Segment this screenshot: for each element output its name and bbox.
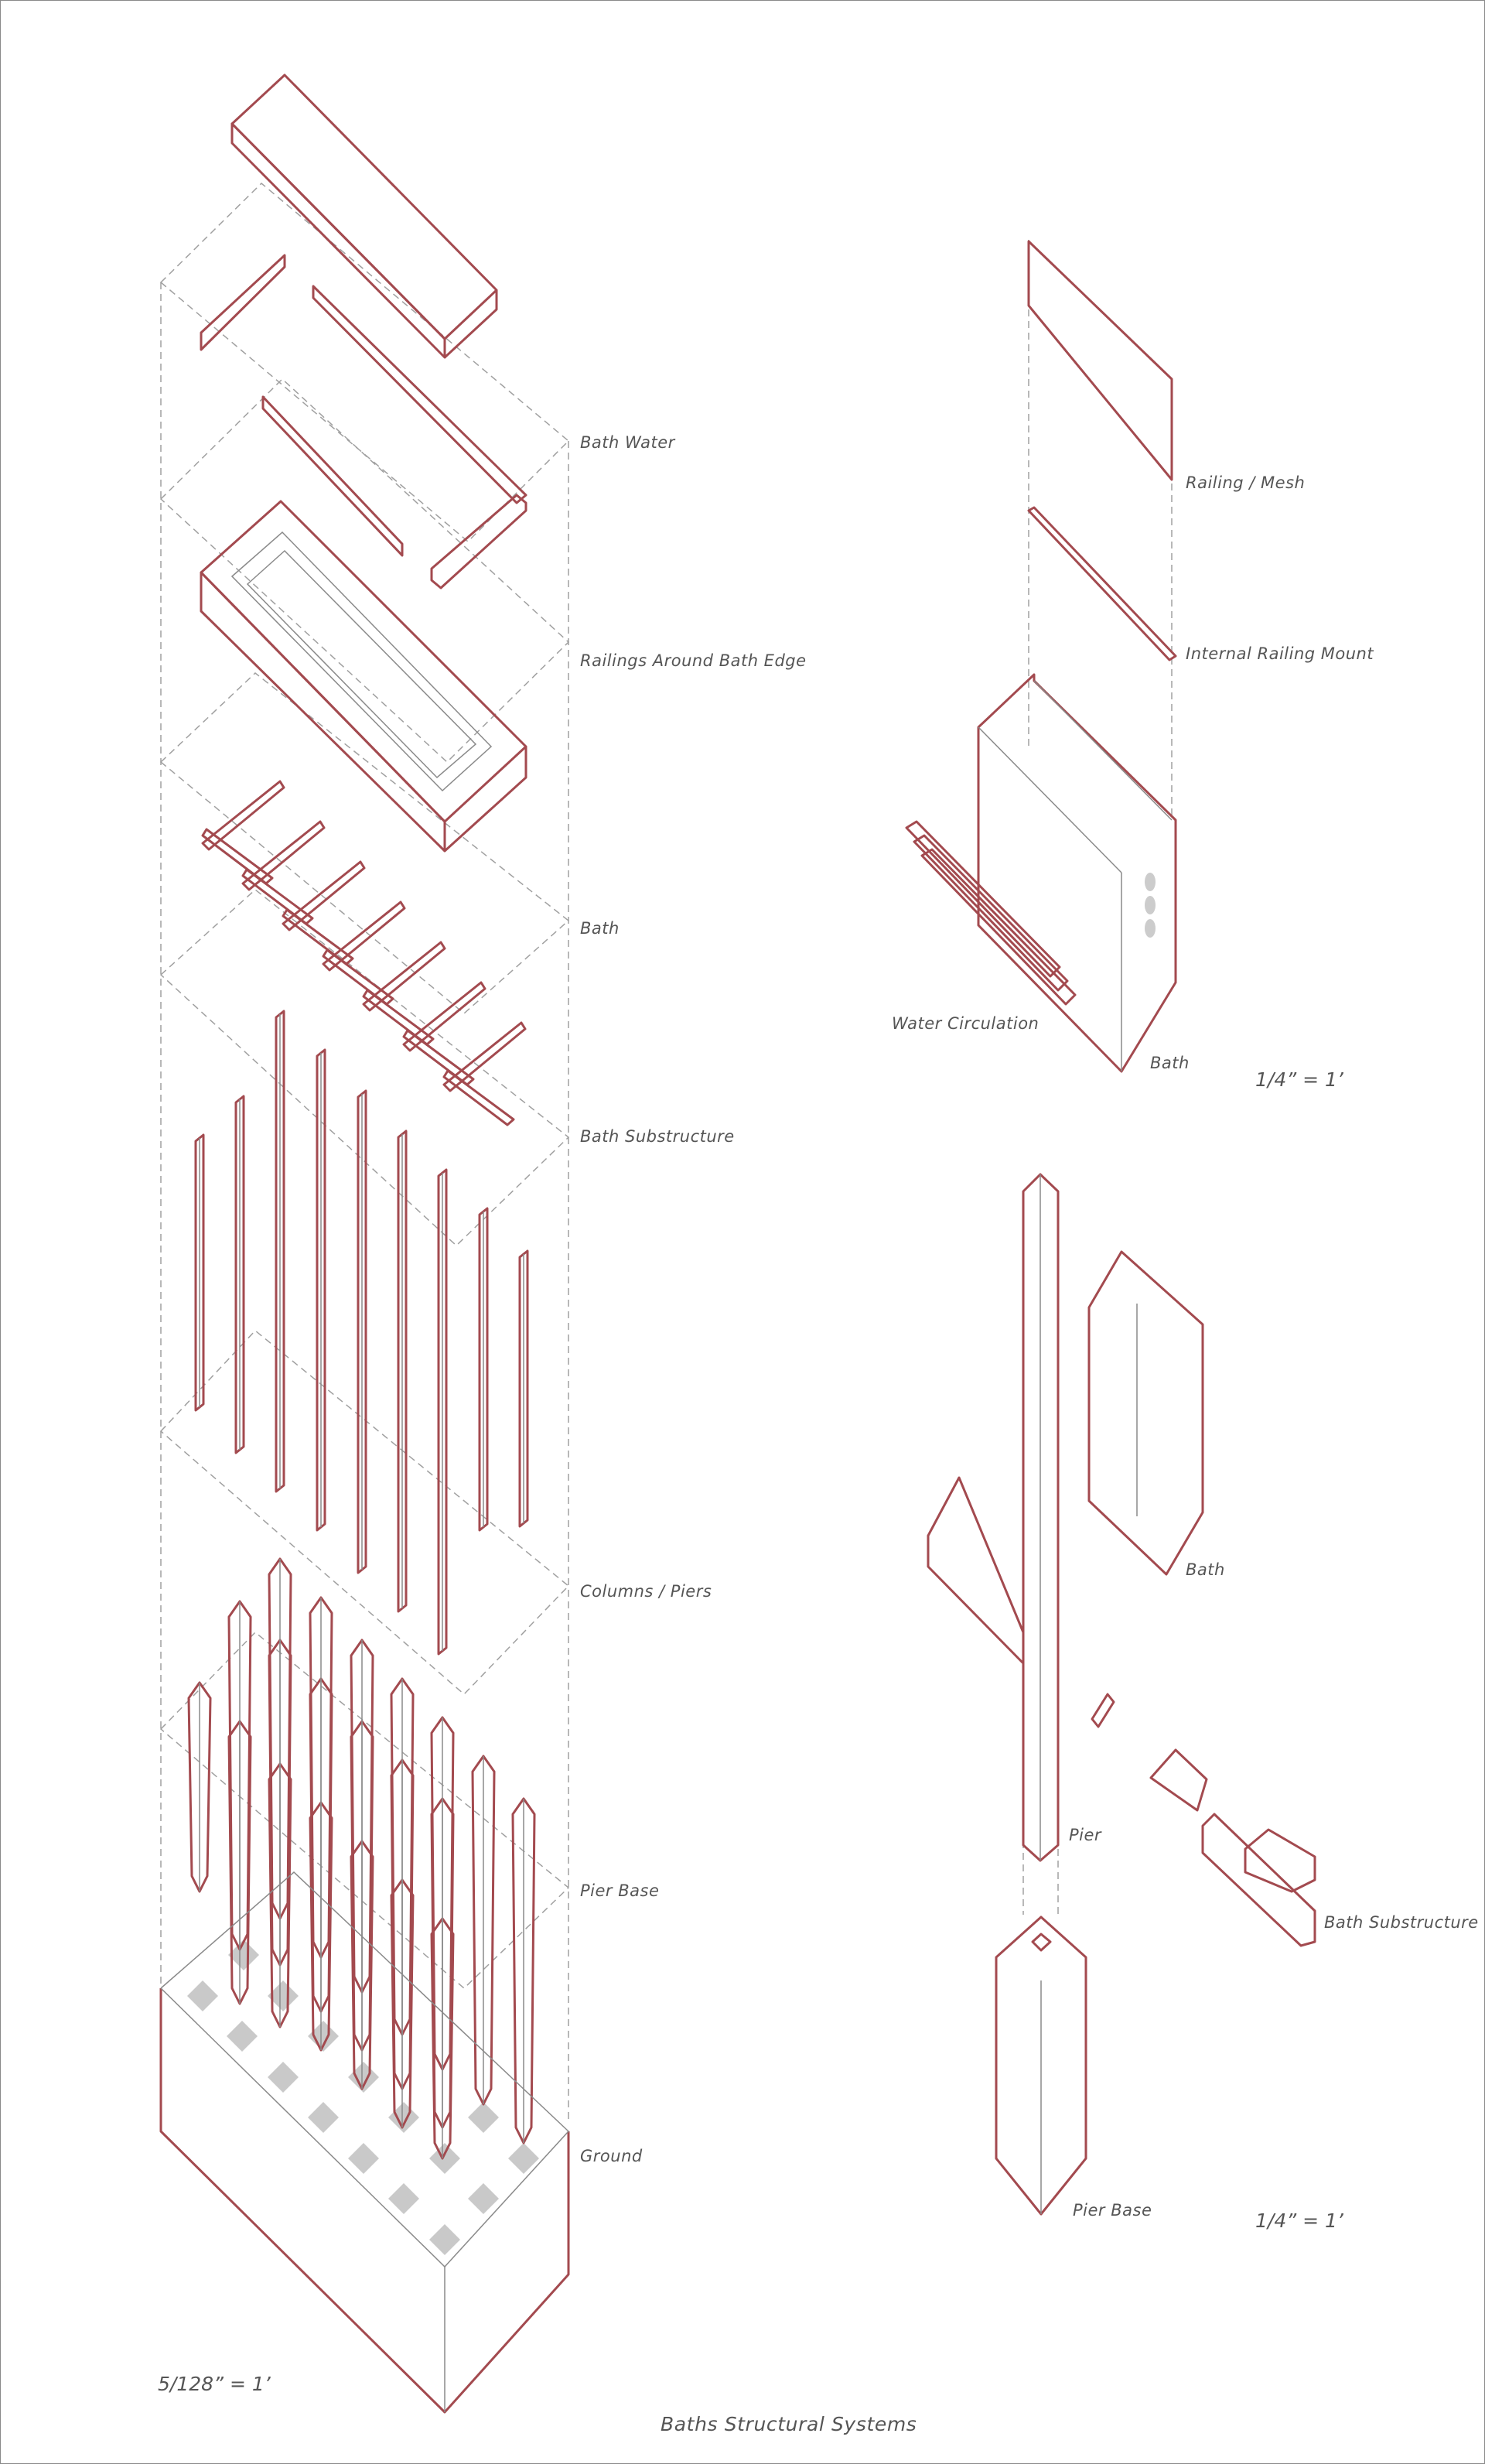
railing-corner — [430, 494, 527, 590]
bath-inner-basin — [246, 549, 477, 779]
column-8 — [518, 1249, 529, 1528]
pier-footprint-12 — [429, 2224, 460, 2255]
pier-footprint-13 — [468, 2102, 499, 2133]
column-7 — [478, 1207, 489, 1532]
circulation-port-1 — [1145, 896, 1156, 914]
substructure-beam — [1201, 1813, 1316, 1947]
substructure-brace-a-5 — [402, 981, 486, 1052]
label-bath-lower: Bath — [1186, 1560, 1225, 1579]
railing-front — [261, 395, 404, 557]
pier-footprint-3 — [268, 1980, 299, 2011]
circulation-port-2 — [1145, 919, 1156, 938]
pier-footprint-15 — [508, 2143, 539, 2174]
pier-footprint-4 — [268, 2062, 299, 2093]
substructure-brace-b-4 — [362, 989, 435, 1046]
label-water-circulation: Water Circulation — [892, 1014, 1040, 1033]
label-railings-around-bath-edge: Railings Around Bath Edge — [580, 651, 807, 670]
pier-base-detail — [995, 1915, 1087, 2216]
guide-plane-2 — [159, 672, 570, 1014]
label-internal-railing-mount: Internal Railing Mount — [1186, 644, 1374, 663]
label-pier-base-lower: Pier Base — [1073, 2201, 1152, 2220]
bath-water-top — [230, 73, 498, 340]
secondary-lines — [160, 531, 1173, 2412]
pier-footprint-11 — [429, 2143, 460, 2174]
substructure-brace-b-2 — [282, 908, 354, 965]
substructure-block — [1244, 1828, 1316, 1893]
substructure-wedge — [927, 1476, 1025, 1665]
guide-plane-4 — [159, 1329, 570, 1696]
substructure-brace-a-6 — [442, 1021, 527, 1092]
pier-footprint-9 — [388, 2102, 419, 2133]
circulation-port-0 — [1145, 873, 1156, 891]
bath-water-front-face — [443, 290, 498, 359]
substructure-brace-a-2 — [282, 860, 366, 931]
drawing-title: Baths Structural Systems — [661, 2413, 917, 2435]
bath-detail-rim — [1033, 680, 1173, 821]
structure-outlines — [159, 73, 1316, 2414]
label-bath: Bath — [580, 919, 620, 938]
label-ground: Ground — [580, 2147, 643, 2165]
bath-detail-block — [977, 673, 1177, 1073]
bath-detail-top-edge — [978, 726, 1122, 873]
substructure-brace-b-3 — [322, 948, 394, 1006]
label-pier: Pier — [1069, 1826, 1102, 1844]
column-5 — [397, 1129, 408, 1613]
bath-channel-block — [1087, 1250, 1204, 1576]
label-bath-substructure-lower: Bath Substructure — [1324, 1913, 1479, 1932]
pier-base-socket — [1031, 1933, 1052, 1952]
guide-plane-1 — [159, 378, 570, 764]
scale-left: 5/128” = 1’ — [158, 2373, 271, 2395]
pier-footprint-7 — [348, 2062, 379, 2093]
internal-railing-mount — [1027, 506, 1177, 661]
substructure-brace-a-0 — [201, 780, 285, 851]
guide-plane-0 — [159, 182, 570, 543]
pier-footprint-10 — [388, 2183, 419, 2214]
label-columns-piers: Columns / Piers — [580, 1582, 712, 1601]
column-2 — [275, 1010, 285, 1493]
bath-left-face — [200, 571, 446, 853]
column-6 — [437, 1168, 448, 1656]
bath-inner-rim — [230, 531, 493, 792]
label-bath-substructure: Bath Substructure — [580, 1127, 735, 1146]
ground-top — [160, 1871, 570, 2268]
column-4 — [357, 1089, 367, 1574]
railing-left-short — [200, 254, 286, 351]
scale-top-right: 1/4” = 1’ — [1255, 1068, 1343, 1091]
small-plate — [1091, 1693, 1115, 1728]
substructure-brace-b-1 — [241, 868, 314, 925]
substructure-brace-a-4 — [362, 941, 446, 1012]
substructure-brace-a-1 — [241, 820, 326, 891]
label-bath-detail: Bath — [1150, 1054, 1190, 1072]
bath-right-face — [443, 747, 527, 853]
ground-outline — [159, 1988, 570, 2414]
pier-footprint-8 — [348, 2143, 379, 2174]
pier-footprint-5 — [308, 2021, 339, 2052]
column-0 — [194, 1133, 205, 1412]
pier-footprint-0 — [187, 1980, 218, 2011]
substructure-brace-b-6 — [442, 1069, 515, 1126]
railing-mesh-panel — [1027, 240, 1173, 481]
pier-footprint-1 — [227, 2021, 258, 2052]
column-1 — [234, 1095, 245, 1454]
substructure-brace-b-5 — [402, 1029, 475, 1086]
water-circulation-pipe-1 — [913, 834, 1069, 992]
railing-back — [312, 285, 527, 504]
pier-footprint-2 — [228, 1939, 259, 1970]
label-pier-base: Pier Base — [580, 1881, 660, 1900]
bracket-piece — [1149, 1748, 1208, 1812]
scale-bottom-right: 1/4” = 1’ — [1255, 2209, 1343, 2232]
pier-footprints — [187, 1939, 539, 2255]
label-railing-mesh: Railing / Mesh — [1186, 473, 1306, 492]
pier-footprint-6 — [308, 2102, 339, 2133]
substructure-brace-b-0 — [201, 828, 274, 885]
bath-top — [200, 500, 527, 823]
water-circulation-pipe-0 — [905, 820, 1061, 978]
column-3 — [316, 1048, 326, 1532]
guide-plane-5 — [159, 1631, 570, 1990]
label-bath-water: Bath Water — [580, 433, 675, 452]
substructure-brace-a-3 — [322, 901, 406, 972]
water-circulation-pipe-2 — [920, 848, 1077, 1006]
pier-footprint-14 — [468, 2183, 499, 2214]
